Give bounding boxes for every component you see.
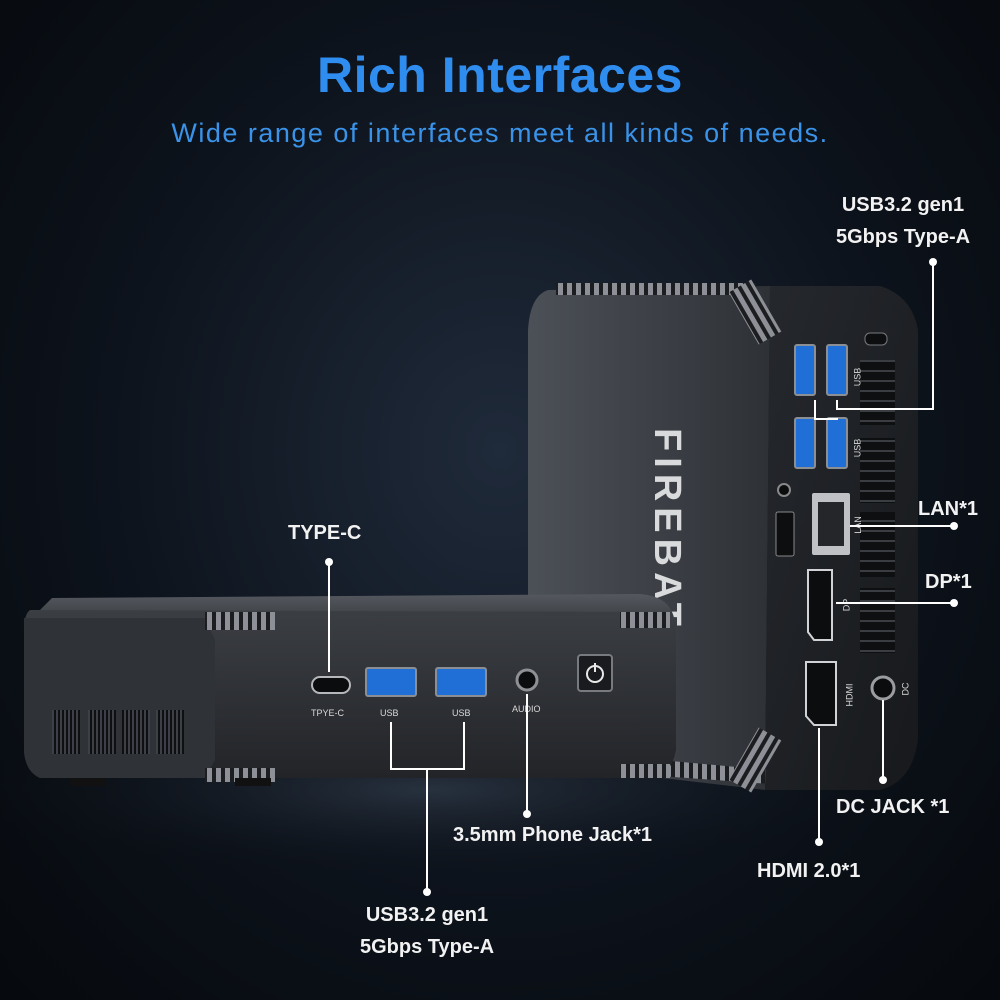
callout-line [882,700,884,778]
callout-line [463,722,465,770]
callout-dp: DP*1 [925,571,972,593]
port-label-rear-usb-2: USB [852,438,863,458]
callout-dot-usb-front [423,888,431,896]
callout-dot-dp [950,599,958,607]
callout-line [814,400,816,420]
port-label-usb-1: USB [380,708,399,718]
callout-hdmi: HDMI 2.0*1 [757,860,861,882]
port-label-type-c: TPYE-C [311,708,345,718]
callout-line [850,525,952,527]
callout-line [818,728,820,840]
callout-line [836,400,838,410]
callout-dc-jack: DC JACK *1 [836,796,950,818]
type-c-port [311,676,351,694]
callout-line [426,768,428,890]
usb-port-1 [365,667,417,697]
port-label-usb-2: USB [452,708,471,718]
callout-line [932,262,934,410]
callout-line [836,602,952,604]
port-label-hdmi: HDMI [844,683,855,707]
callout-line [526,694,528,812]
port-label-dc: DC [900,682,911,696]
page-subtitle: Wide range of interfaces meet all kinds … [171,118,829,148]
port-label-dp: DP [841,598,852,612]
callout-usb-front-line2: 5Gbps Type-A [359,936,495,958]
usb-port-2 [435,667,487,697]
callout-usb-rear-line2: 5Gbps Type-A [835,226,971,248]
callout-usb-front-line1: USB3.2 gen1 [365,904,489,926]
callout-line [814,418,838,420]
callout-phone-jack: 3.5mm Phone Jack*1 [453,824,652,846]
page-title: Rich Interfaces [317,47,683,103]
callout-type-c: TYPE-C [288,522,362,544]
rear-usb-ports [794,344,848,469]
callout-usb-rear-line1: USB3.2 gen1 [841,194,965,216]
audio-jack [515,668,539,692]
callout-line [328,562,330,672]
callout-line [836,408,934,410]
callout-dot-hdmi [815,838,823,846]
power-button [577,654,613,692]
callout-dot-audio [523,810,531,818]
callout-lan: LAN*1 [918,498,979,520]
callout-line [390,722,392,770]
callout-dot-dc [879,776,887,784]
callout-dot-lan [950,522,958,530]
port-label-rear-usb-1: USB [852,367,863,387]
